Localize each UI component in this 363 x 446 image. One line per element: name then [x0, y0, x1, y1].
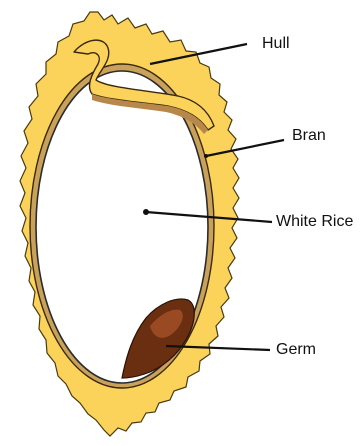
bran-leader-dot [204, 154, 208, 158]
bran-label: Bran [292, 127, 326, 144]
germ-label: Germ [276, 341, 316, 358]
white-rice-label: White Rice [276, 213, 353, 230]
white-rice-leader-dot [143, 209, 149, 215]
hull-label: Hull [262, 35, 290, 52]
